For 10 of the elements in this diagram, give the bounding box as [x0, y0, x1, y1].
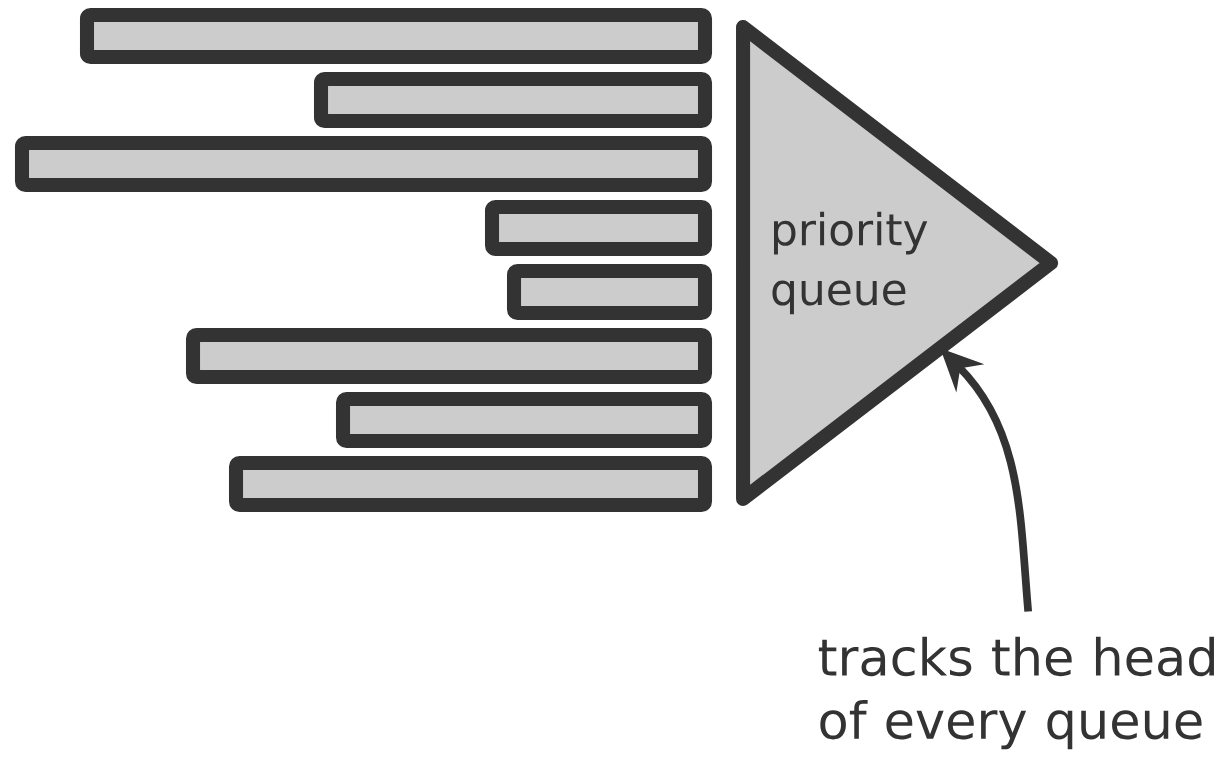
bar [485, 200, 713, 257]
bar [336, 392, 713, 449]
bar [229, 456, 713, 513]
bar [14, 136, 713, 193]
triangle: priority queue [736, 20, 1059, 507]
bar [186, 328, 713, 385]
annotation-text: tracks the head of every queue [818, 636, 1214, 750]
bar [507, 264, 713, 321]
bar [314, 72, 713, 129]
bar [79, 8, 713, 65]
